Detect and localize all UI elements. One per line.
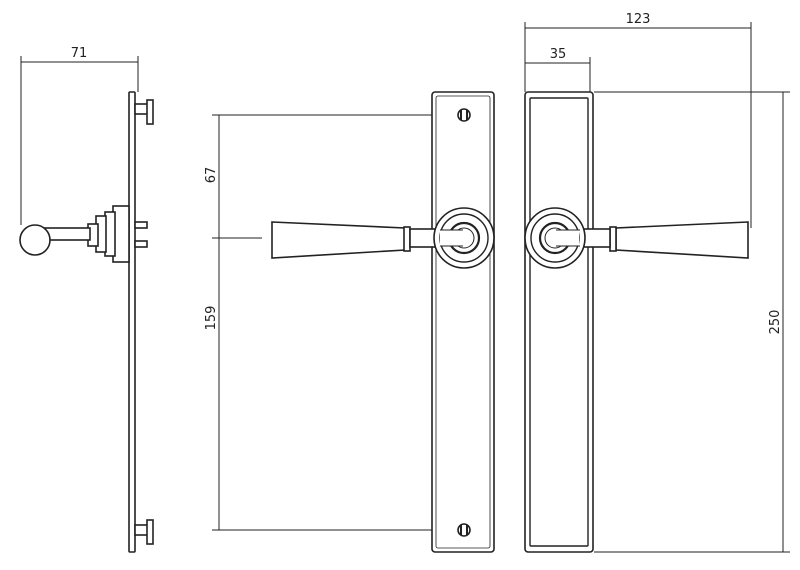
front-right-backplate-outer [524,91,594,553]
front-right-backplate-inner [529,97,589,547]
side-backplate [128,91,136,553]
dimension-250: 250 [594,91,790,553]
front-right-rose-outer [524,207,586,269]
front-view-right: 123 35 250 [524,12,790,553]
front-view-left: 67 159 [204,91,495,553]
dimension-159: 159 [204,237,470,531]
front-left-lever-arm [271,221,406,259]
front-left-backplate-outer [431,91,495,553]
dimension-67-label: 67 [204,167,219,184]
side-bottom-pin-head [146,519,154,545]
dimension-123: 123 [524,12,752,228]
dimension-71-label: 71 [71,46,88,61]
side-lever-end [19,224,51,256]
dimension-35: 35 [525,47,591,92]
dimension-159-label: 159 [204,306,219,331]
dimension-123-label: 123 [626,12,651,27]
front-left-bottom-screw [457,523,471,537]
front-left-rose-outer [433,207,495,269]
dimension-35-label: 35 [550,47,567,62]
front-right-lever-arm [615,221,749,259]
dimension-67: 67 [204,114,470,238]
dimension-71: 71 [20,46,139,225]
dimension-250-label: 250 [768,310,783,335]
side-top-pin-head [146,99,154,125]
side-spindle-stub-top [134,221,148,229]
front-left-top-screw [457,108,471,122]
front-left-lever-collar [403,226,411,252]
side-spindle-stub-bottom [134,240,148,248]
side-view: 71 [19,46,154,553]
front-right-lever-collar [609,226,617,252]
front-left-backplate-inner [435,95,491,549]
